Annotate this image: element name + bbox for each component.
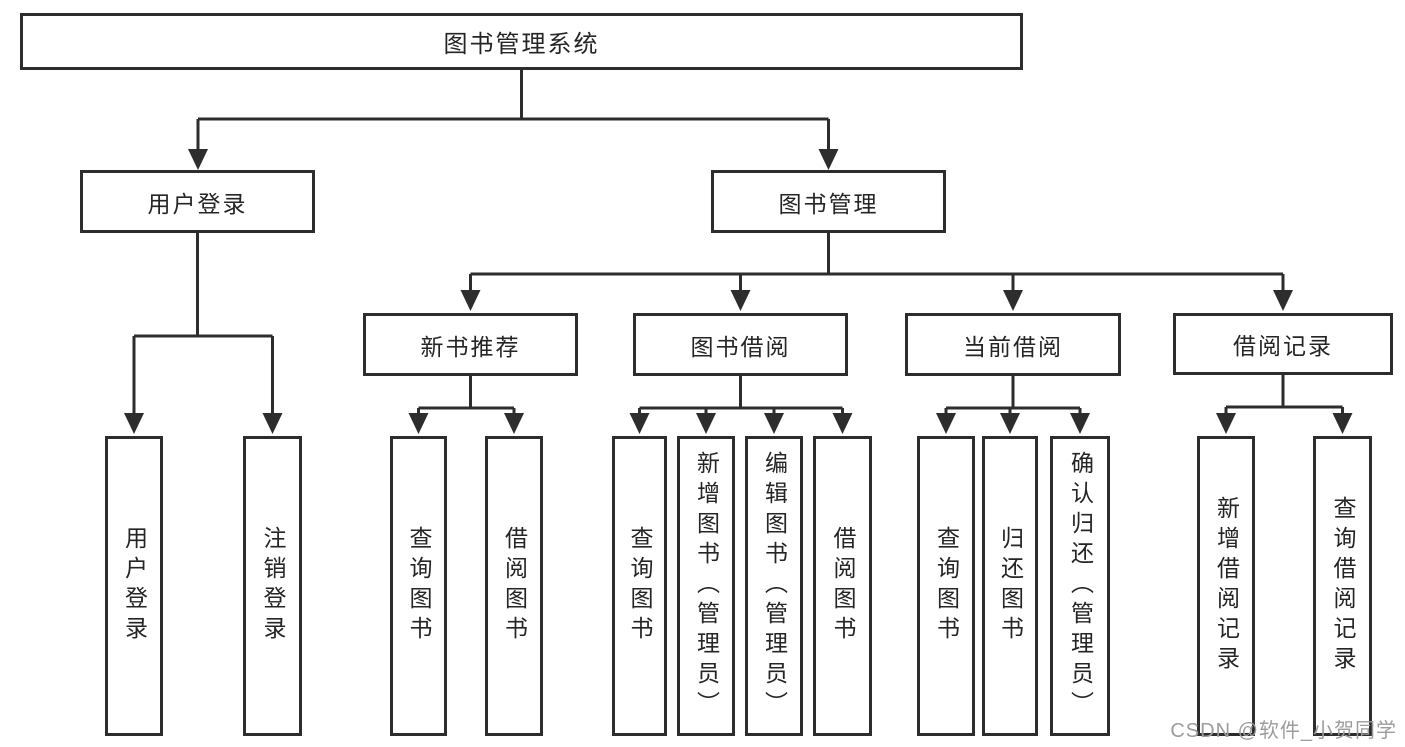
leaf-query-borrow-record-label: 查询借阅记录 xyxy=(1330,496,1356,676)
node-root-system: 图书管理系统 xyxy=(20,13,1023,70)
leaf-borrow-query-books: 查询图书 xyxy=(612,436,667,736)
leaf-confirm-return-admin: 确认归还（管理员） xyxy=(1050,436,1110,736)
leaf-query-borrow-record: 查询借阅记录 xyxy=(1313,436,1372,736)
leaf-borrow-query-books-label: 查询图书 xyxy=(627,526,653,646)
leaf-add-borrow-record: 新增借阅记录 xyxy=(1197,436,1255,736)
leaf-add-books-admin: 新增图书（管理员） xyxy=(677,436,735,736)
node-book-borrow: 图书借阅 xyxy=(633,313,848,376)
node-borrow-record-label: 借阅记录 xyxy=(1233,333,1333,359)
node-current-borrow-label: 当前借阅 xyxy=(963,333,1063,360)
connector-new-book-recommend-subtree xyxy=(408,376,524,434)
leaf-current-query-books-label: 查询图书 xyxy=(933,526,960,646)
node-root-label: 图书管理系统 xyxy=(443,31,600,58)
leaf-edit-books-admin-label: 编辑图书（管理员） xyxy=(761,451,788,721)
leaf-return-books: 归还图书 xyxy=(982,436,1038,736)
connector-borrow-record-subtree xyxy=(1216,375,1353,434)
node-borrow-record: 借阅记录 xyxy=(1173,313,1393,375)
leaf-user-login-label: 用户登录 xyxy=(121,526,148,646)
node-book-borrow-label: 图书借阅 xyxy=(690,333,791,360)
connector-current-borrow-subtree xyxy=(936,376,1090,434)
leaf-add-books-admin-label: 新增图书（管理员） xyxy=(693,451,720,721)
leaf-edit-books-admin: 编辑图书（管理员） xyxy=(745,436,803,736)
node-book-management: 图书管理 xyxy=(711,170,946,233)
leaf-borrow-books: 借阅图书 xyxy=(813,436,872,736)
connector-book-management-to-level3 xyxy=(460,233,1293,311)
leaf-add-borrow-record-label: 新增借阅记录 xyxy=(1213,496,1240,676)
connector-book-borrow-subtree xyxy=(629,376,853,434)
leaf-recommend-borrow-books: 借阅图书 xyxy=(485,436,543,736)
leaf-logout: 注销登录 xyxy=(243,436,302,736)
leaf-user-login: 用户登录 xyxy=(105,436,163,736)
leaf-current-query-books: 查询图书 xyxy=(917,436,975,736)
node-current-borrow: 当前借阅 xyxy=(905,313,1121,376)
leaf-recommend-query-books-label: 查询图书 xyxy=(406,526,432,646)
leaf-return-books-label: 归还图书 xyxy=(997,526,1024,646)
connector-root-to-level2 xyxy=(188,70,839,170)
node-user-login: 用户登录 xyxy=(80,170,315,233)
leaf-confirm-return-admin-label: 确认归还（管理员） xyxy=(1067,451,1094,721)
csdn-watermark: CSDN @软件_小贺同学 xyxy=(1170,720,1397,742)
node-new-book-recommend: 新书推荐 xyxy=(363,313,578,376)
node-book-management-label: 图书管理 xyxy=(778,190,879,217)
leaf-logout-label: 注销登录 xyxy=(260,526,286,646)
connector-user-login-subtree xyxy=(124,233,283,434)
leaf-recommend-borrow-books-label: 借阅图书 xyxy=(501,526,528,646)
node-new-book-recommend-label: 新书推荐 xyxy=(420,333,521,360)
leaf-borrow-books-label: 借阅图书 xyxy=(830,526,856,646)
leaf-recommend-query-books: 查询图书 xyxy=(390,436,447,736)
node-user-login-label: 用户登录 xyxy=(147,190,248,217)
